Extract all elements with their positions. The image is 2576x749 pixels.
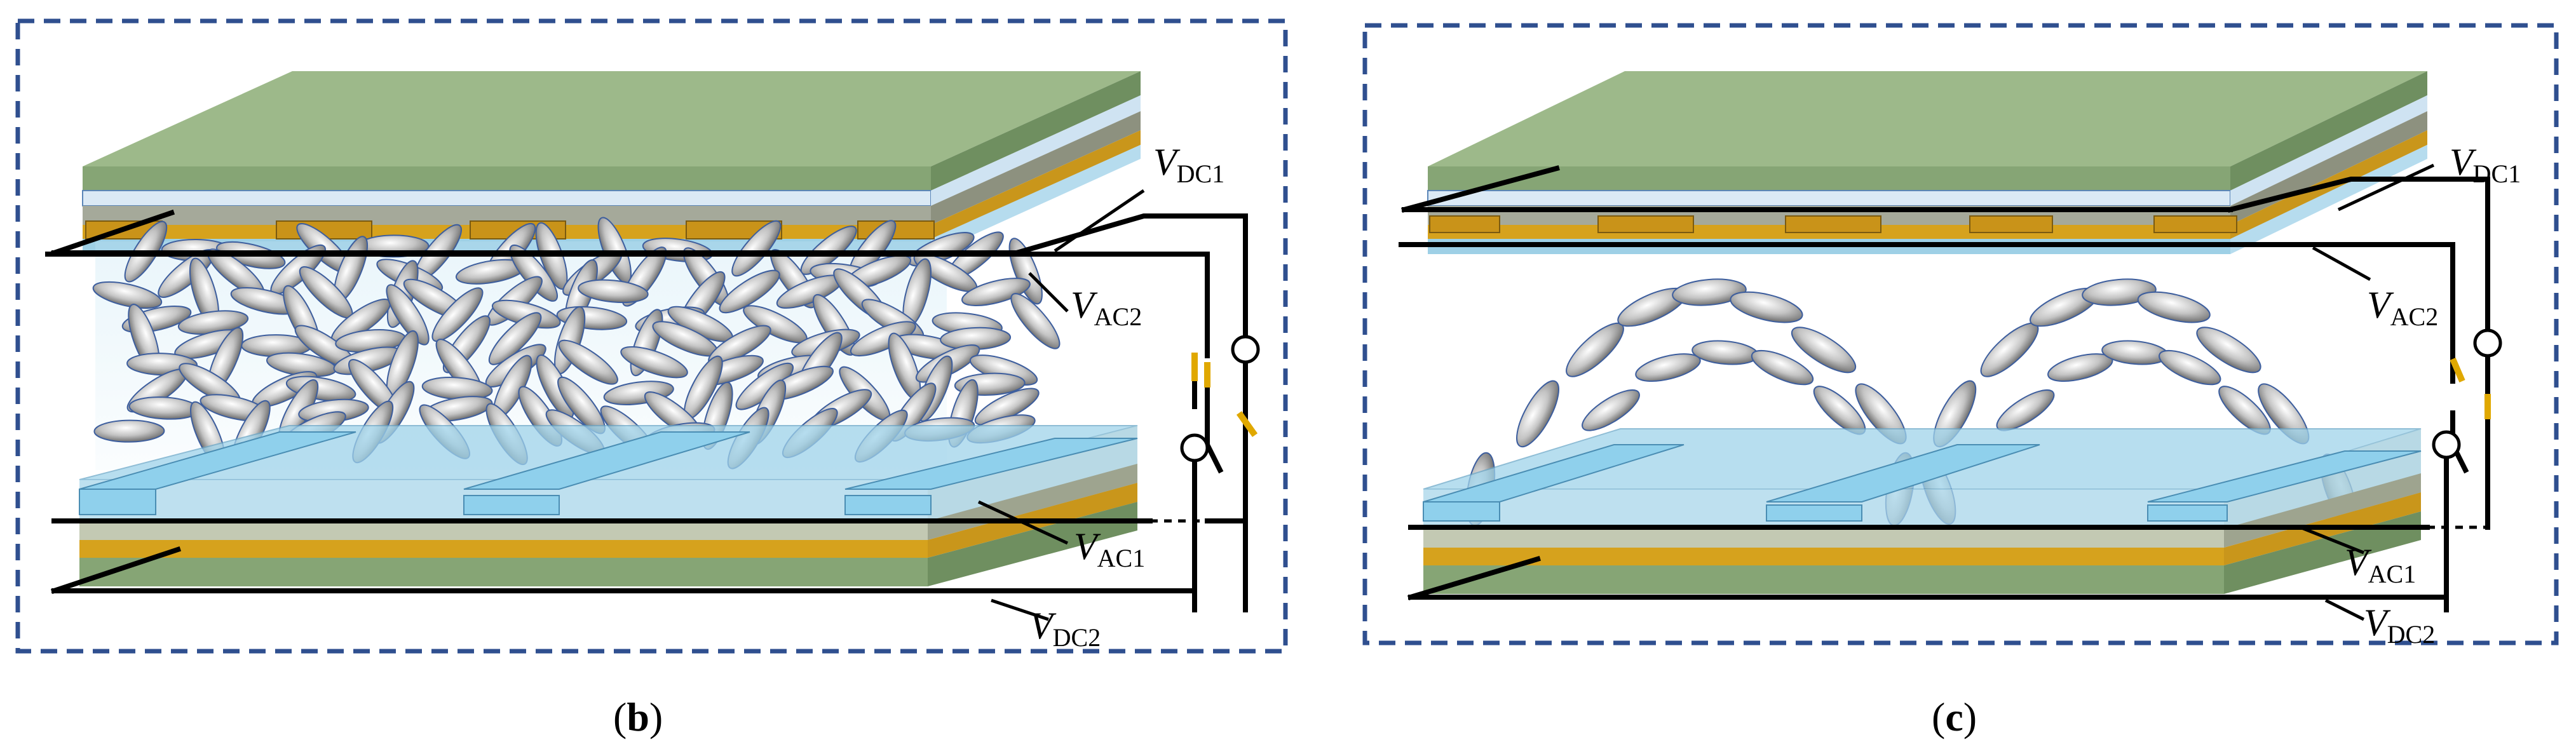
lc-molecule — [2137, 291, 2211, 323]
bottom-substrate-stack-c — [1423, 428, 2422, 594]
circuit-wires-c — [1399, 163, 2502, 621]
circuit-wires-b — [45, 189, 1260, 621]
lc-molecule — [1582, 389, 1640, 431]
lc-molecule — [961, 278, 1031, 307]
label-vac2: VAC2 — [1071, 284, 1142, 331]
label-vdc1: VDC1 — [1153, 141, 1224, 188]
lc-molecule — [1730, 291, 1803, 323]
caption-c: (c) — [1932, 694, 1977, 739]
lc-molecule — [1791, 327, 1857, 374]
lc-molecule — [1635, 353, 1701, 382]
lc-molecule — [578, 279, 649, 304]
label-vac1: VAC1 — [1074, 525, 1145, 572]
lc-molecule — [1566, 322, 1624, 377]
lc-molecule — [488, 312, 542, 365]
bottom-substrate-stack — [79, 425, 1138, 586]
panel-b-frame — [15, 18, 1288, 654]
lc-molecule — [1996, 389, 2055, 431]
lc-molecule — [558, 339, 618, 385]
lc-molecule — [1751, 349, 1814, 386]
panel-b: VDC1 VAC2 VAC1 VDC2 (b) — [15, 18, 1288, 739]
label-vdc1-c: VDC1 — [2450, 141, 2521, 188]
lc-molecule — [386, 284, 430, 346]
label-vac1-c: VAC1 — [2345, 541, 2416, 588]
lc-molecule — [431, 287, 484, 342]
lc-molecule — [2196, 327, 2261, 374]
lc-molecule — [620, 346, 688, 379]
lc-molecule — [719, 269, 780, 314]
lc-molecule — [1691, 340, 1759, 365]
label-vac2-c: VAC2 — [2367, 284, 2438, 331]
lc-molecule — [1010, 293, 1061, 349]
panel-c: VDC1 VAC2 VAC1 VDC2 (c) — [1362, 23, 2559, 739]
label-vdc2-c: VDC2 — [2364, 602, 2435, 649]
label-vdc2: VDC2 — [1029, 605, 1101, 652]
top-substrate-stack-c — [1427, 71, 2427, 254]
lc-molecule — [1672, 278, 1747, 306]
lc-molecule — [850, 321, 916, 357]
caption-b: (b) — [613, 694, 663, 739]
lc-molecule — [93, 419, 165, 443]
panel-c-frame — [1362, 23, 2559, 645]
lc-molecules-b — [92, 217, 1061, 469]
lc-molecule — [92, 281, 163, 309]
top-electrodes-c — [1429, 215, 2237, 233]
lc-molecule — [2159, 349, 2221, 386]
lc-molecule — [1516, 380, 1559, 448]
